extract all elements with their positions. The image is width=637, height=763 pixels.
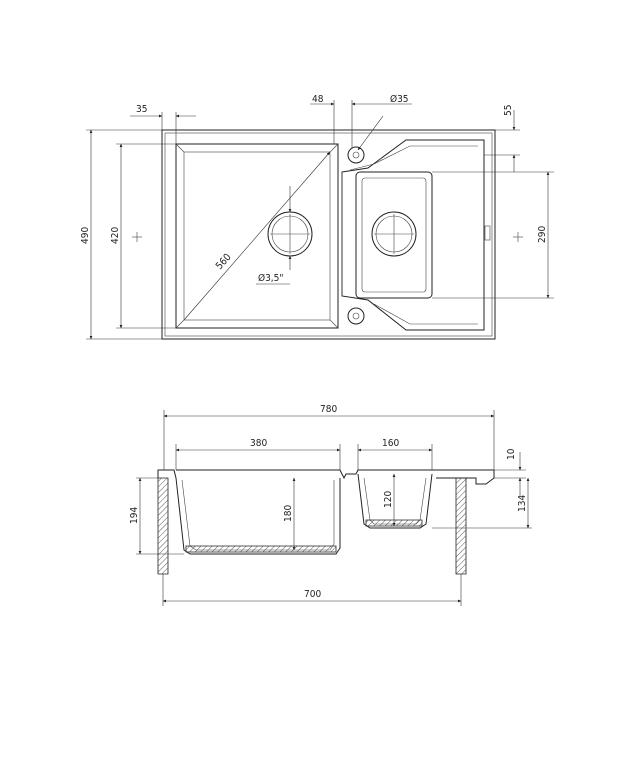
top-view: 35 48 Ø35 55 490 420 290 560 [80, 93, 554, 340]
dim-35: 35 [136, 104, 147, 115]
sink-outline [161, 129, 496, 340]
dim-780: 780 [320, 404, 337, 415]
cabinet-wall-right [455, 477, 467, 575]
main-bowl-section [175, 477, 341, 555]
main-bowl [175, 143, 339, 329]
dim-48: 48 [312, 94, 324, 105]
dim-120: 120 [383, 491, 394, 508]
section-view: 780 380 160 10 194 180 120 [129, 404, 532, 606]
tap-hole-top [347, 146, 365, 164]
cabinet-wall-left [157, 477, 169, 575]
small-bowl-section [357, 473, 433, 529]
dim-380: 380 [250, 438, 267, 449]
dim-700: 700 [304, 589, 321, 600]
dim-194: 194 [129, 507, 140, 524]
dim-dia35: Ø35 [390, 93, 409, 105]
dim-drain: Ø3,5" [258, 272, 284, 284]
dim-55: 55 [503, 105, 514, 116]
small-bowl [341, 139, 491, 331]
dim-10: 10 [506, 448, 517, 460]
dim-490: 490 [80, 227, 91, 244]
dim-134: 134 [517, 495, 528, 512]
dim-290: 290 [537, 226, 548, 243]
dim-180: 180 [283, 505, 294, 522]
dim-420: 420 [110, 227, 121, 244]
dim-160: 160 [382, 438, 399, 449]
tap-hole-bottom [347, 307, 365, 325]
dim-560: 560 [214, 252, 234, 272]
